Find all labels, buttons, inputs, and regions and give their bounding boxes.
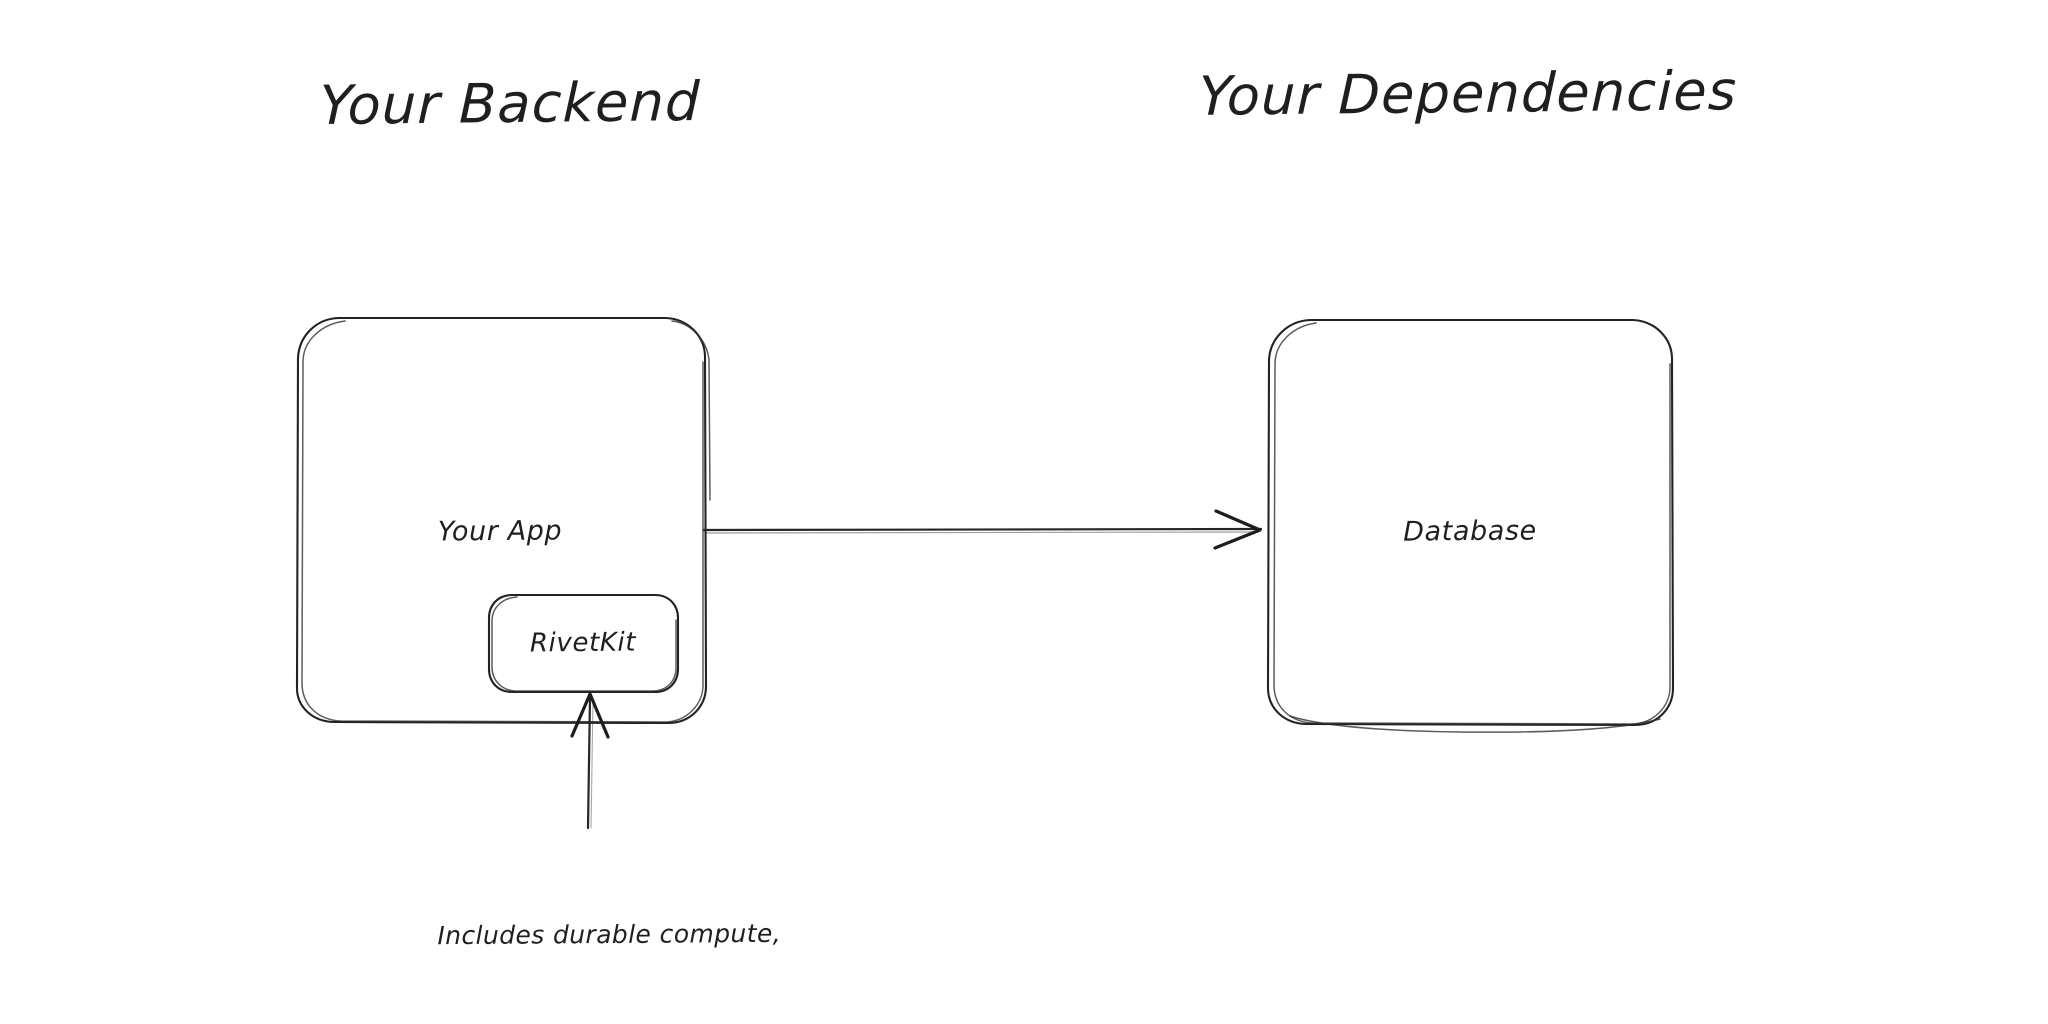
node-label-database: Database	[1403, 515, 1537, 548]
node-label-your-app: Your App	[437, 515, 563, 548]
edge-app-to-database[interactable]	[702, 509, 1263, 550]
node-your-app-shape[interactable]	[295, 316, 711, 725]
group-title-dependencies: Your Dependencies	[1197, 59, 1739, 128]
annotation-note-line-1: Includes durable compute,	[437, 918, 782, 951]
node-database-shape[interactable]	[1266, 318, 1675, 733]
annotation-note: Includes durable compute, real-time, sch…	[359, 840, 862, 1024]
group-title-backend: Your Backend	[318, 70, 702, 137]
node-label-rivetkit: RivetKit	[529, 627, 637, 659]
node-rivetkit-shape[interactable]	[487, 593, 680, 694]
edge-note-to-rivetkit[interactable]	[570, 692, 610, 830]
